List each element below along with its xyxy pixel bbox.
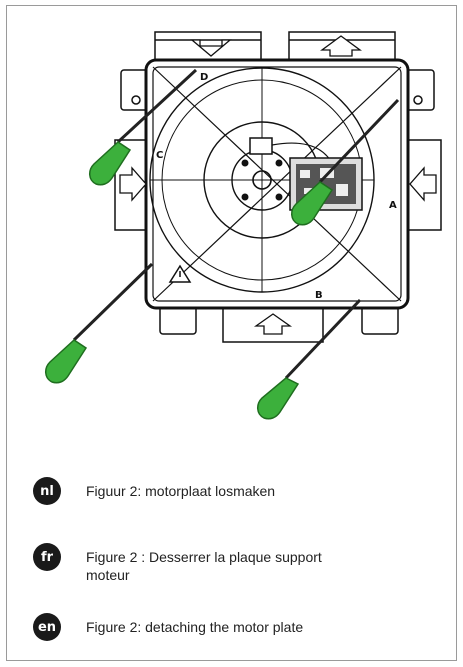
- arrow-right-icon: [119, 166, 147, 202]
- lang-badge-fr: fr: [33, 543, 61, 571]
- screwdriver-icon: [45, 262, 154, 384]
- warning-icon: [168, 264, 192, 283]
- caption-text-fr: Figure 2 : Desserrer la plaque support m…: [86, 549, 322, 583]
- motor-plate-illustration: D C A B: [45, 31, 442, 420]
- label-b: B: [315, 290, 323, 301]
- label-a: A: [389, 200, 397, 211]
- screwdriver-icon: [257, 298, 362, 420]
- caption-text-nl: Figuur 2: motorplaat losmaken: [86, 483, 276, 499]
- screwdriver-icon: [291, 98, 400, 226]
- lang-badge-en: en: [33, 613, 61, 641]
- arrow-up-icon: [253, 313, 293, 335]
- lang-badge-nl: nl: [33, 477, 61, 505]
- caption-fr: fr Figure 2 : Desserrer la plaque suppor…: [33, 543, 346, 584]
- arrow-left-icon: [409, 166, 437, 202]
- label-d: D: [200, 72, 208, 83]
- caption-nl: nl Figuur 2: motorplaat losmaken: [33, 477, 346, 505]
- motor-connector: [249, 137, 331, 161]
- caption-text-en: Figure 2: detaching the motor plate: [86, 619, 304, 635]
- caption-en: en Figure 2: detaching the motor plate: [33, 613, 346, 641]
- housing: [144, 58, 410, 310]
- arrow-down-icon: [190, 39, 232, 57]
- arrow-up-icon: [320, 35, 362, 57]
- screwdriver-icon: [89, 68, 198, 186]
- label-c: C: [156, 150, 163, 161]
